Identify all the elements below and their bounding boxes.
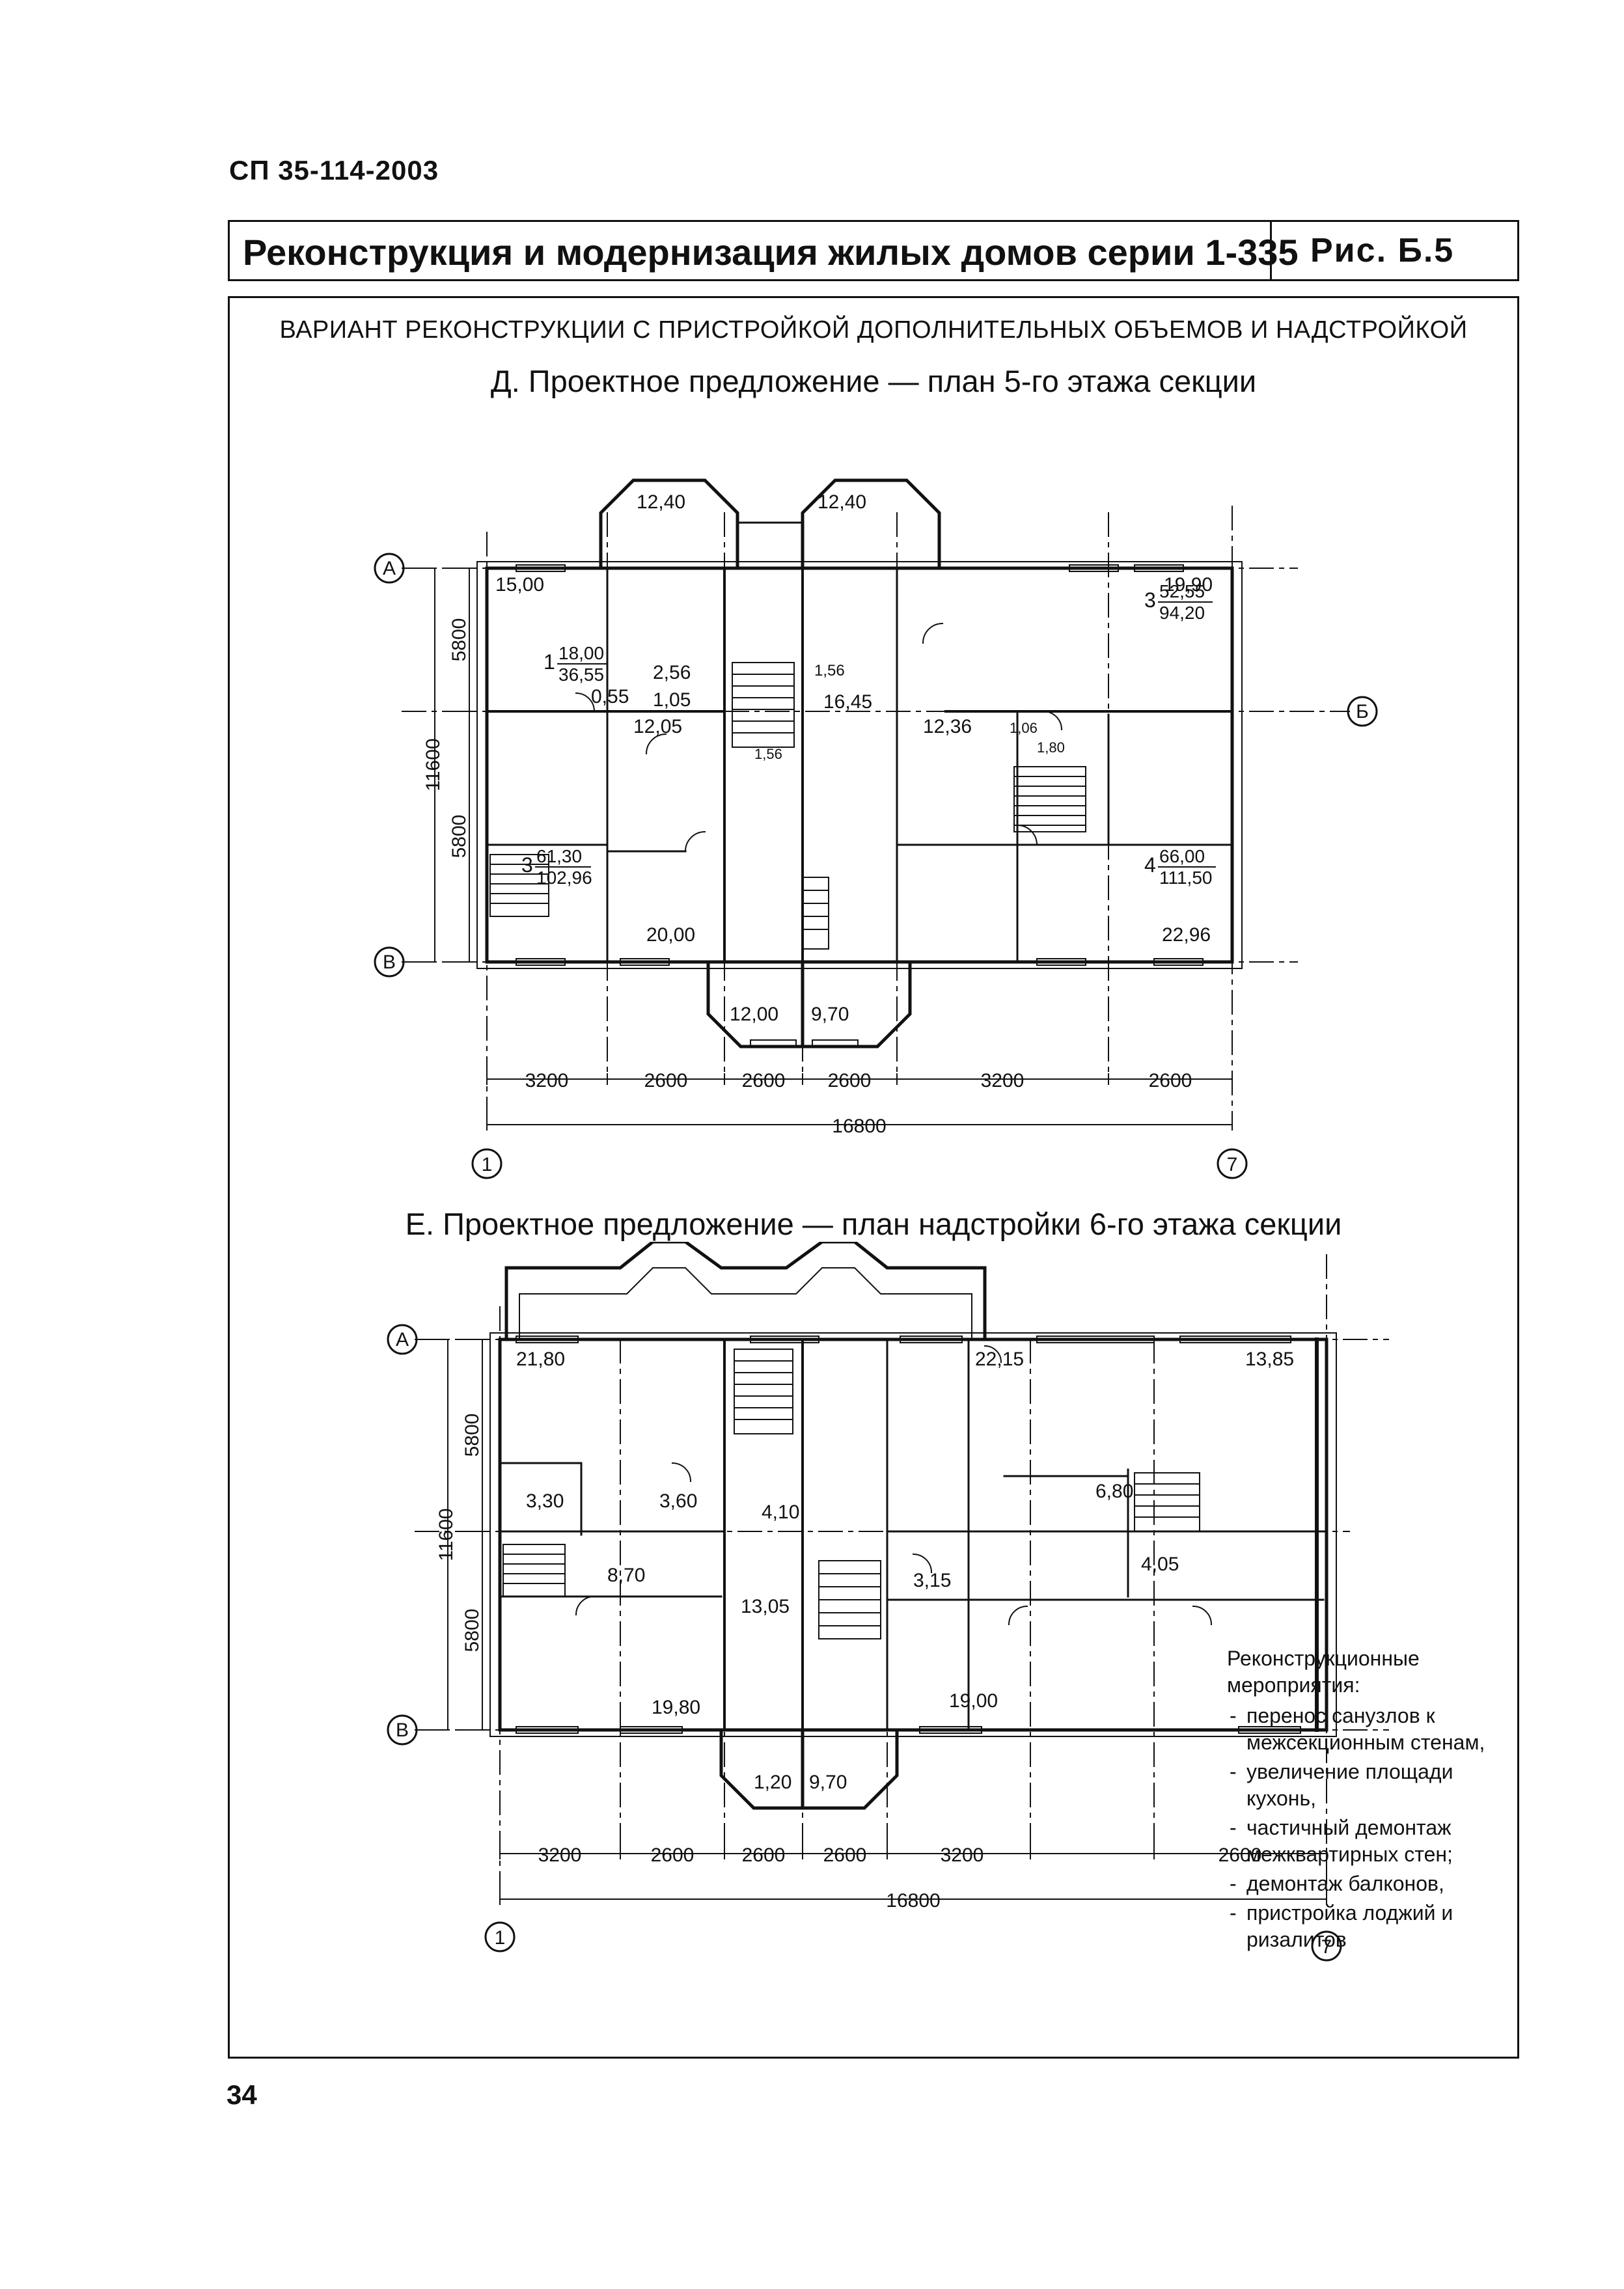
variant-heading: ВАРИАНТ РЕКОНСТРУКЦИИ С ПРИСТРОЙКОЙ ДОПО… [279,316,1468,344]
plan-d-dim-seg: 2600 [1149,1070,1192,1091]
plan-d-dim-seg: 2600 [828,1070,872,1091]
room-area: 1,80 [1037,739,1065,756]
room-area: 19,90 [1164,574,1213,596]
apartment-living-area: 66,00 [1159,846,1205,866]
title-block: Реконструкция и модернизация жилых домов… [228,220,1519,281]
room-area: 12,40 [637,491,685,513]
room-area: 2,56 [653,662,691,683]
room-area: 4,10 [762,1501,799,1523]
room-area: 4,05 [1141,1554,1179,1575]
figure-frame: ВАРИАНТ РЕКОНСТРУКЦИИ С ПРИСТРОЙКОЙ ДОПО… [228,296,1519,2059]
plan-e-dim-half-1: 5800 [461,1414,483,1457]
notes-list: перенос санузлов к межсекционным стенам,… [1227,1703,1507,1953]
page-number: 34 [227,2079,257,2110]
apartment-total-area: 94,20 [1159,603,1205,623]
plan-d-axis-1: 1 [482,1154,493,1175]
plan-e-floorplan: А В 1 7 11600 5800 5800 3200 2600 2600 2… [387,1242,1389,1962]
plan-e-dim-total-h: 16800 [886,1890,940,1912]
plan-e-dim-half-2: 5800 [461,1609,483,1652]
plan-d-dim-seg: 3200 [981,1070,1025,1091]
plan-d-dim-seg: 2600 [644,1070,688,1091]
plan-e-dim-seg: 2600 [742,1844,786,1866]
room-area: 3,60 [659,1490,697,1512]
list-item: перенос санузлов к межсекционным стенам, [1227,1703,1507,1756]
apartment-total-area: 36,55 [558,665,604,685]
room-area: 13,85 [1245,1349,1294,1370]
list-item: демонтаж балконов, [1227,1871,1507,1897]
room-area: 1,20 [754,1772,791,1793]
room-area: 1,56 [754,746,782,762]
list-item: пристройка лоджий и ризалитов [1227,1900,1507,1953]
figure-number: Рис. Б.5 [1310,232,1455,269]
room-area: 9,70 [809,1772,847,1793]
room-area: 12,36 [923,716,972,737]
room-area: 12,00 [730,1004,778,1025]
list-item: увеличение площади кухонь, [1227,1759,1507,1812]
plan-d-dim-half-1: 5800 [448,618,470,662]
room-area: 3,30 [526,1490,564,1512]
plan-e-dim-seg: 2600 [651,1844,695,1866]
plan-d-floorplan: А В Б 1 7 11600 5800 5800 3200 2600 2600… [374,478,1378,1179]
plan-e-axis-a: А [396,1329,409,1350]
plan-e-axis-1: 1 [495,1927,506,1949]
plan-e-dim-seg: 3200 [538,1844,582,1866]
apartment-number: 1 [544,650,555,674]
apartment-living-area: 18,00 [558,643,604,663]
plan-d-axis-a: А [383,558,396,579]
plan-d-caption: Д. Проектное предложение — план 5-го эта… [490,364,1257,398]
room-area: 19,00 [949,1690,998,1712]
room-area: 0,55 [591,686,629,707]
plan-e-caption: Е. Проектное предложение — план надстрой… [405,1207,1342,1241]
room-area: 3,15 [913,1570,951,1591]
plan-e-dim-seg: 3200 [941,1844,984,1866]
room-area: 20,00 [646,924,695,946]
notes-heading: Реконструкционные мероприятия: [1227,1647,1420,1697]
room-area: 22,15 [975,1349,1024,1370]
title-divider [1270,222,1272,279]
apartment-living-area: 52,55 [1159,581,1205,601]
room-area: 1,05 [653,689,691,711]
reconstruction-notes: Реконструкционные мероприятия: перенос с… [1227,1645,1507,1956]
plan-e-dim-total-v: 11600 [435,1508,457,1561]
apartment-number: 3 [521,853,533,877]
plan-d-axis-v: В [383,952,396,973]
apartment-total-area: 102,96 [536,868,592,888]
apartment-living-area: 61,30 [536,846,582,866]
room-area: 6,80 [1095,1481,1133,1502]
room-area: 22,96 [1162,924,1211,946]
room-area: 13,05 [741,1596,790,1617]
plan-d-dim-total-h: 16800 [832,1116,886,1137]
plan-d-dim-half-2: 5800 [448,815,470,858]
room-area: 16,45 [823,691,872,713]
document-title: Реконструкция и модернизация жилых домов… [243,232,1299,273]
apartment-number: 4 [1144,853,1156,877]
plan-d-dim-seg: 2600 [742,1070,786,1091]
room-area: 21,80 [516,1349,565,1370]
plan-d-dim-total-v: 11600 [422,738,444,791]
list-item: частичный демонтаж межквартирных стен; [1227,1815,1507,1868]
room-area: 19,80 [652,1697,700,1718]
room-area: 1,06 [1010,720,1038,736]
plan-e-dim-seg: 2600 [823,1844,867,1866]
document-code: СП 35-114-2003 [229,155,439,185]
room-area: 15,00 [495,574,544,596]
plan-d-axis-7: 7 [1227,1154,1238,1175]
room-area: 12,05 [633,716,682,737]
plan-e-axis-v: В [396,1720,409,1741]
plan-d-dim-seg: 3200 [525,1070,569,1091]
room-area: 12,40 [818,491,866,513]
room-area: 9,70 [811,1004,849,1025]
plan-d-axis-b: Б [1356,701,1369,722]
apartment-number: 3 [1144,588,1156,612]
room-area: 1,56 [814,662,845,679]
apartment-total-area: 111,50 [1159,868,1212,888]
room-area: 8,70 [607,1565,645,1586]
